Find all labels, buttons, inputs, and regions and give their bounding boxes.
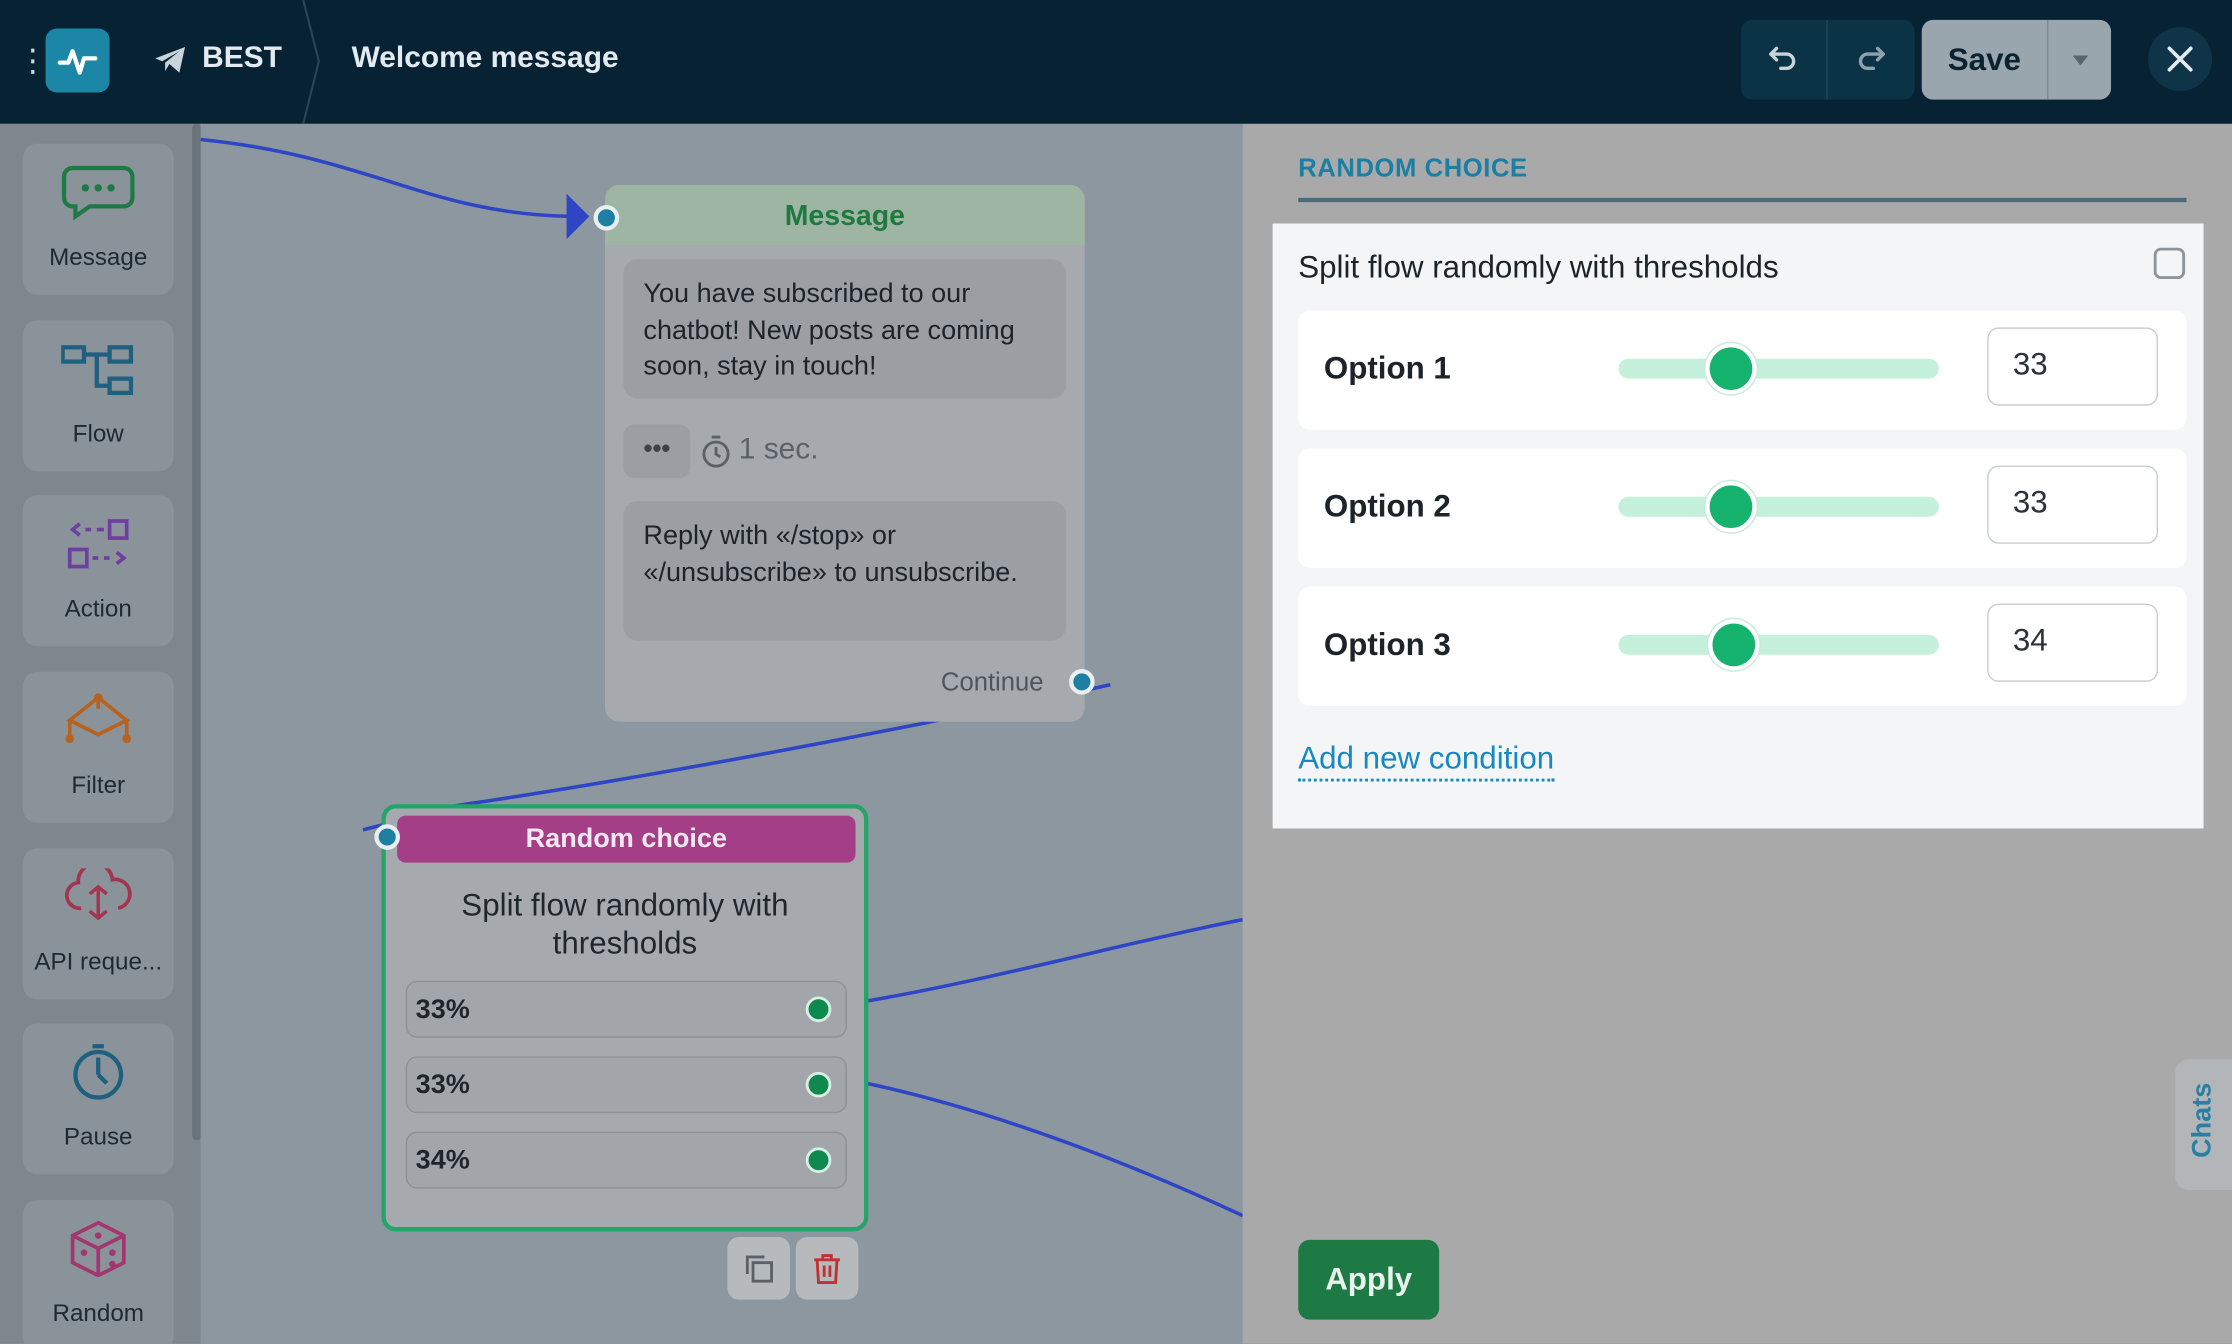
- branch-output-port[interactable]: [805, 1071, 832, 1098]
- api-cloud-icon: [65, 868, 132, 921]
- panel-description: Split flow randomly with thresholds: [1298, 249, 1779, 285]
- sidebar-item-flow[interactable]: Flow: [22, 320, 174, 472]
- sidebar-item-label: Pause: [63, 1123, 133, 1151]
- option-slider[interactable]: [1618, 496, 1939, 517]
- slider-thumb[interactable]: [1705, 343, 1757, 395]
- delete-node-button[interactable]: [795, 1237, 859, 1300]
- random-branch-row[interactable]: 33%: [405, 1056, 847, 1114]
- page-title: Welcome message: [351, 41, 619, 75]
- dice-icon: [70, 1220, 126, 1277]
- chats-tab[interactable]: Chats: [2175, 1059, 2232, 1191]
- sidebar-item-pause[interactable]: Pause: [22, 1023, 174, 1175]
- message-node-header: Message: [604, 185, 1085, 245]
- flow-icon: [61, 345, 134, 396]
- sidebar-item-action[interactable]: Action: [22, 495, 174, 647]
- sidebar-item-label: API reque...: [34, 948, 163, 976]
- message-node-title: Message: [784, 200, 905, 233]
- slider-thumb[interactable]: [1705, 481, 1757, 533]
- copy-icon: [745, 1255, 773, 1283]
- message-bubble[interactable]: You have subscribed to our chatbot! New …: [623, 259, 1067, 399]
- tab-underline: [1298, 197, 2187, 203]
- sidebar-scrollbar[interactable]: [192, 123, 201, 1141]
- sidebar-item-label: Flow: [72, 419, 124, 447]
- random-branch-row[interactable]: 34%: [405, 1131, 847, 1189]
- top-bar: ⋮ BEST Welcome message Save: [0, 0, 2232, 124]
- message-node[interactable]: Message You have subscribed to our chatb…: [604, 185, 1085, 722]
- duplicate-node-button[interactable]: [727, 1237, 791, 1300]
- trash-icon: [814, 1254, 840, 1284]
- option-value-input[interactable]: 33: [1987, 465, 2159, 544]
- option-row-2: Option 2 33: [1298, 448, 2187, 568]
- continue-output-port[interactable]: [1069, 669, 1095, 695]
- branch-percent: 33%: [415, 995, 470, 1025]
- continue-label: Continue: [940, 667, 1044, 697]
- filter-icon: [65, 693, 131, 744]
- delay-label: 1 sec.: [738, 432, 819, 466]
- option-label: Option 1: [1323, 350, 1451, 386]
- sidebar-item-label: Filter: [71, 771, 126, 799]
- sidebar-item-label: Random: [52, 1299, 144, 1327]
- message-bubble[interactable]: Reply with «/stop» or «/unsubscribe» to …: [623, 501, 1067, 641]
- redo-icon: [1858, 46, 1885, 71]
- settings-icon[interactable]: [2153, 247, 2186, 280]
- message-text: You have subscribed to our chatbot! New …: [643, 279, 1015, 382]
- random-settings-card: Split flow randomly with thresholds Opti…: [1272, 223, 2204, 829]
- bot-name[interactable]: BEST: [202, 41, 282, 75]
- random-input-port[interactable]: [374, 824, 401, 850]
- redo-button[interactable]: [1828, 20, 1913, 100]
- option-label: Option 2: [1323, 488, 1451, 524]
- pause-timer-icon: [73, 1044, 124, 1100]
- chevron-down-icon: [2072, 55, 2089, 66]
- random-choice-node[interactable]: Random choice Split flow randomly with t…: [381, 804, 869, 1232]
- random-node-description: Split flow randomly with thresholds: [461, 886, 789, 961]
- save-group: Save: [1921, 19, 2112, 100]
- timer-icon: [702, 435, 730, 468]
- option-row-1: Option 1 33: [1298, 310, 2187, 430]
- breadcrumb-separator: [302, 0, 320, 124]
- option-label: Option 3: [1323, 626, 1451, 662]
- branch-percent: 34%: [415, 1145, 470, 1176]
- history-controls: [1740, 19, 1915, 100]
- save-button[interactable]: Save: [1947, 41, 2021, 77]
- sidebar-item-label: Action: [64, 595, 132, 623]
- telegram-icon: [155, 46, 186, 73]
- option-value-input[interactable]: 33: [1987, 327, 2159, 406]
- random-branch-row[interactable]: 33%: [405, 980, 847, 1038]
- branch-output-port[interactable]: [805, 996, 832, 1023]
- close-button[interactable]: [2148, 27, 2213, 92]
- branch-output-port[interactable]: [805, 1147, 832, 1173]
- message-text: Reply with «/stop» or «/unsubscribe» to …: [643, 521, 1018, 588]
- sidebar-item-random[interactable]: Random: [22, 1200, 174, 1344]
- app-logo[interactable]: [45, 28, 110, 93]
- action-icon: [67, 519, 129, 569]
- option-slider[interactable]: [1618, 634, 1939, 655]
- apply-button[interactable]: Apply: [1298, 1239, 1440, 1320]
- sidebar-item-filter[interactable]: Filter: [22, 671, 174, 823]
- slider-thumb[interactable]: [1708, 619, 1760, 671]
- undo-icon: [1769, 46, 1796, 71]
- add-condition-link[interactable]: Add new condition: [1298, 740, 1555, 782]
- option-row-3: Option 3 34: [1298, 586, 2187, 707]
- chats-tab-label: Chats: [2187, 1082, 2218, 1158]
- undo-button[interactable]: [1741, 19, 1828, 100]
- tab-random-choice[interactable]: RANDOM CHOICE: [1298, 153, 1528, 183]
- option-slider[interactable]: [1618, 358, 1939, 379]
- branch-percent: 33%: [415, 1070, 470, 1101]
- option-value-input[interactable]: 34: [1987, 603, 2159, 682]
- sidebar-item-label: Message: [49, 243, 148, 271]
- typing-indicator: •••: [623, 424, 691, 479]
- random-node-title: Random choice: [397, 815, 856, 863]
- message-input-port[interactable]: [593, 204, 620, 231]
- sidebar-item-api-request[interactable]: API reque...: [22, 848, 174, 1000]
- save-options-button[interactable]: [2046, 19, 2112, 100]
- chat-bubble-icon: [61, 165, 135, 221]
- close-icon: [2167, 46, 2193, 72]
- pulse-icon: [57, 49, 98, 75]
- sidebar-item-message[interactable]: Message: [22, 143, 174, 295]
